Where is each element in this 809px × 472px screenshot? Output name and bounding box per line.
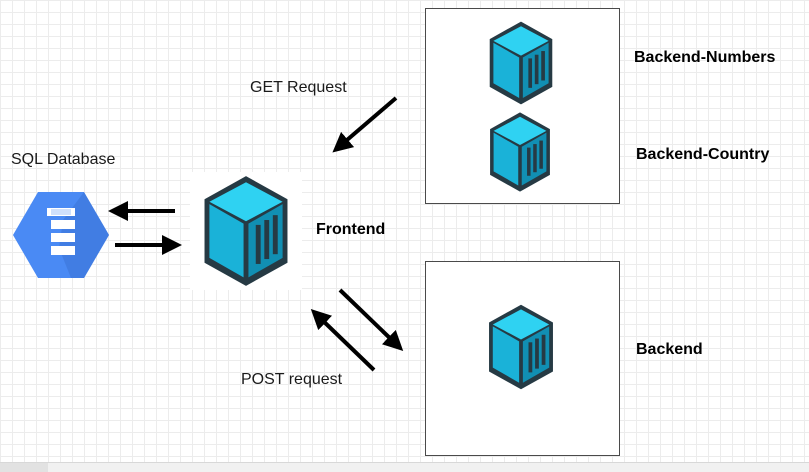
cloud-sql-icon[interactable]: [11, 190, 111, 280]
post-request-label: POST request: [241, 371, 343, 388]
post-to-backend-arrow: [338, 288, 404, 351]
get-request-arrow: [332, 96, 398, 153]
backend-country-label: Backend-Country: [636, 146, 770, 163]
sql-database-label: SQL Database: [11, 151, 116, 168]
get-request-label: GET Request: [250, 79, 347, 96]
backend-numbers-label: Backend-Numbers: [634, 49, 776, 66]
frontend-label: Frontend: [316, 221, 386, 238]
backend-to-frontend-arrow: [310, 309, 376, 372]
horizontal-scrollbar[interactable]: [0, 462, 809, 472]
backend-label: Backend: [636, 341, 703, 358]
scrollbar-thumb[interactable]: [0, 463, 48, 472]
